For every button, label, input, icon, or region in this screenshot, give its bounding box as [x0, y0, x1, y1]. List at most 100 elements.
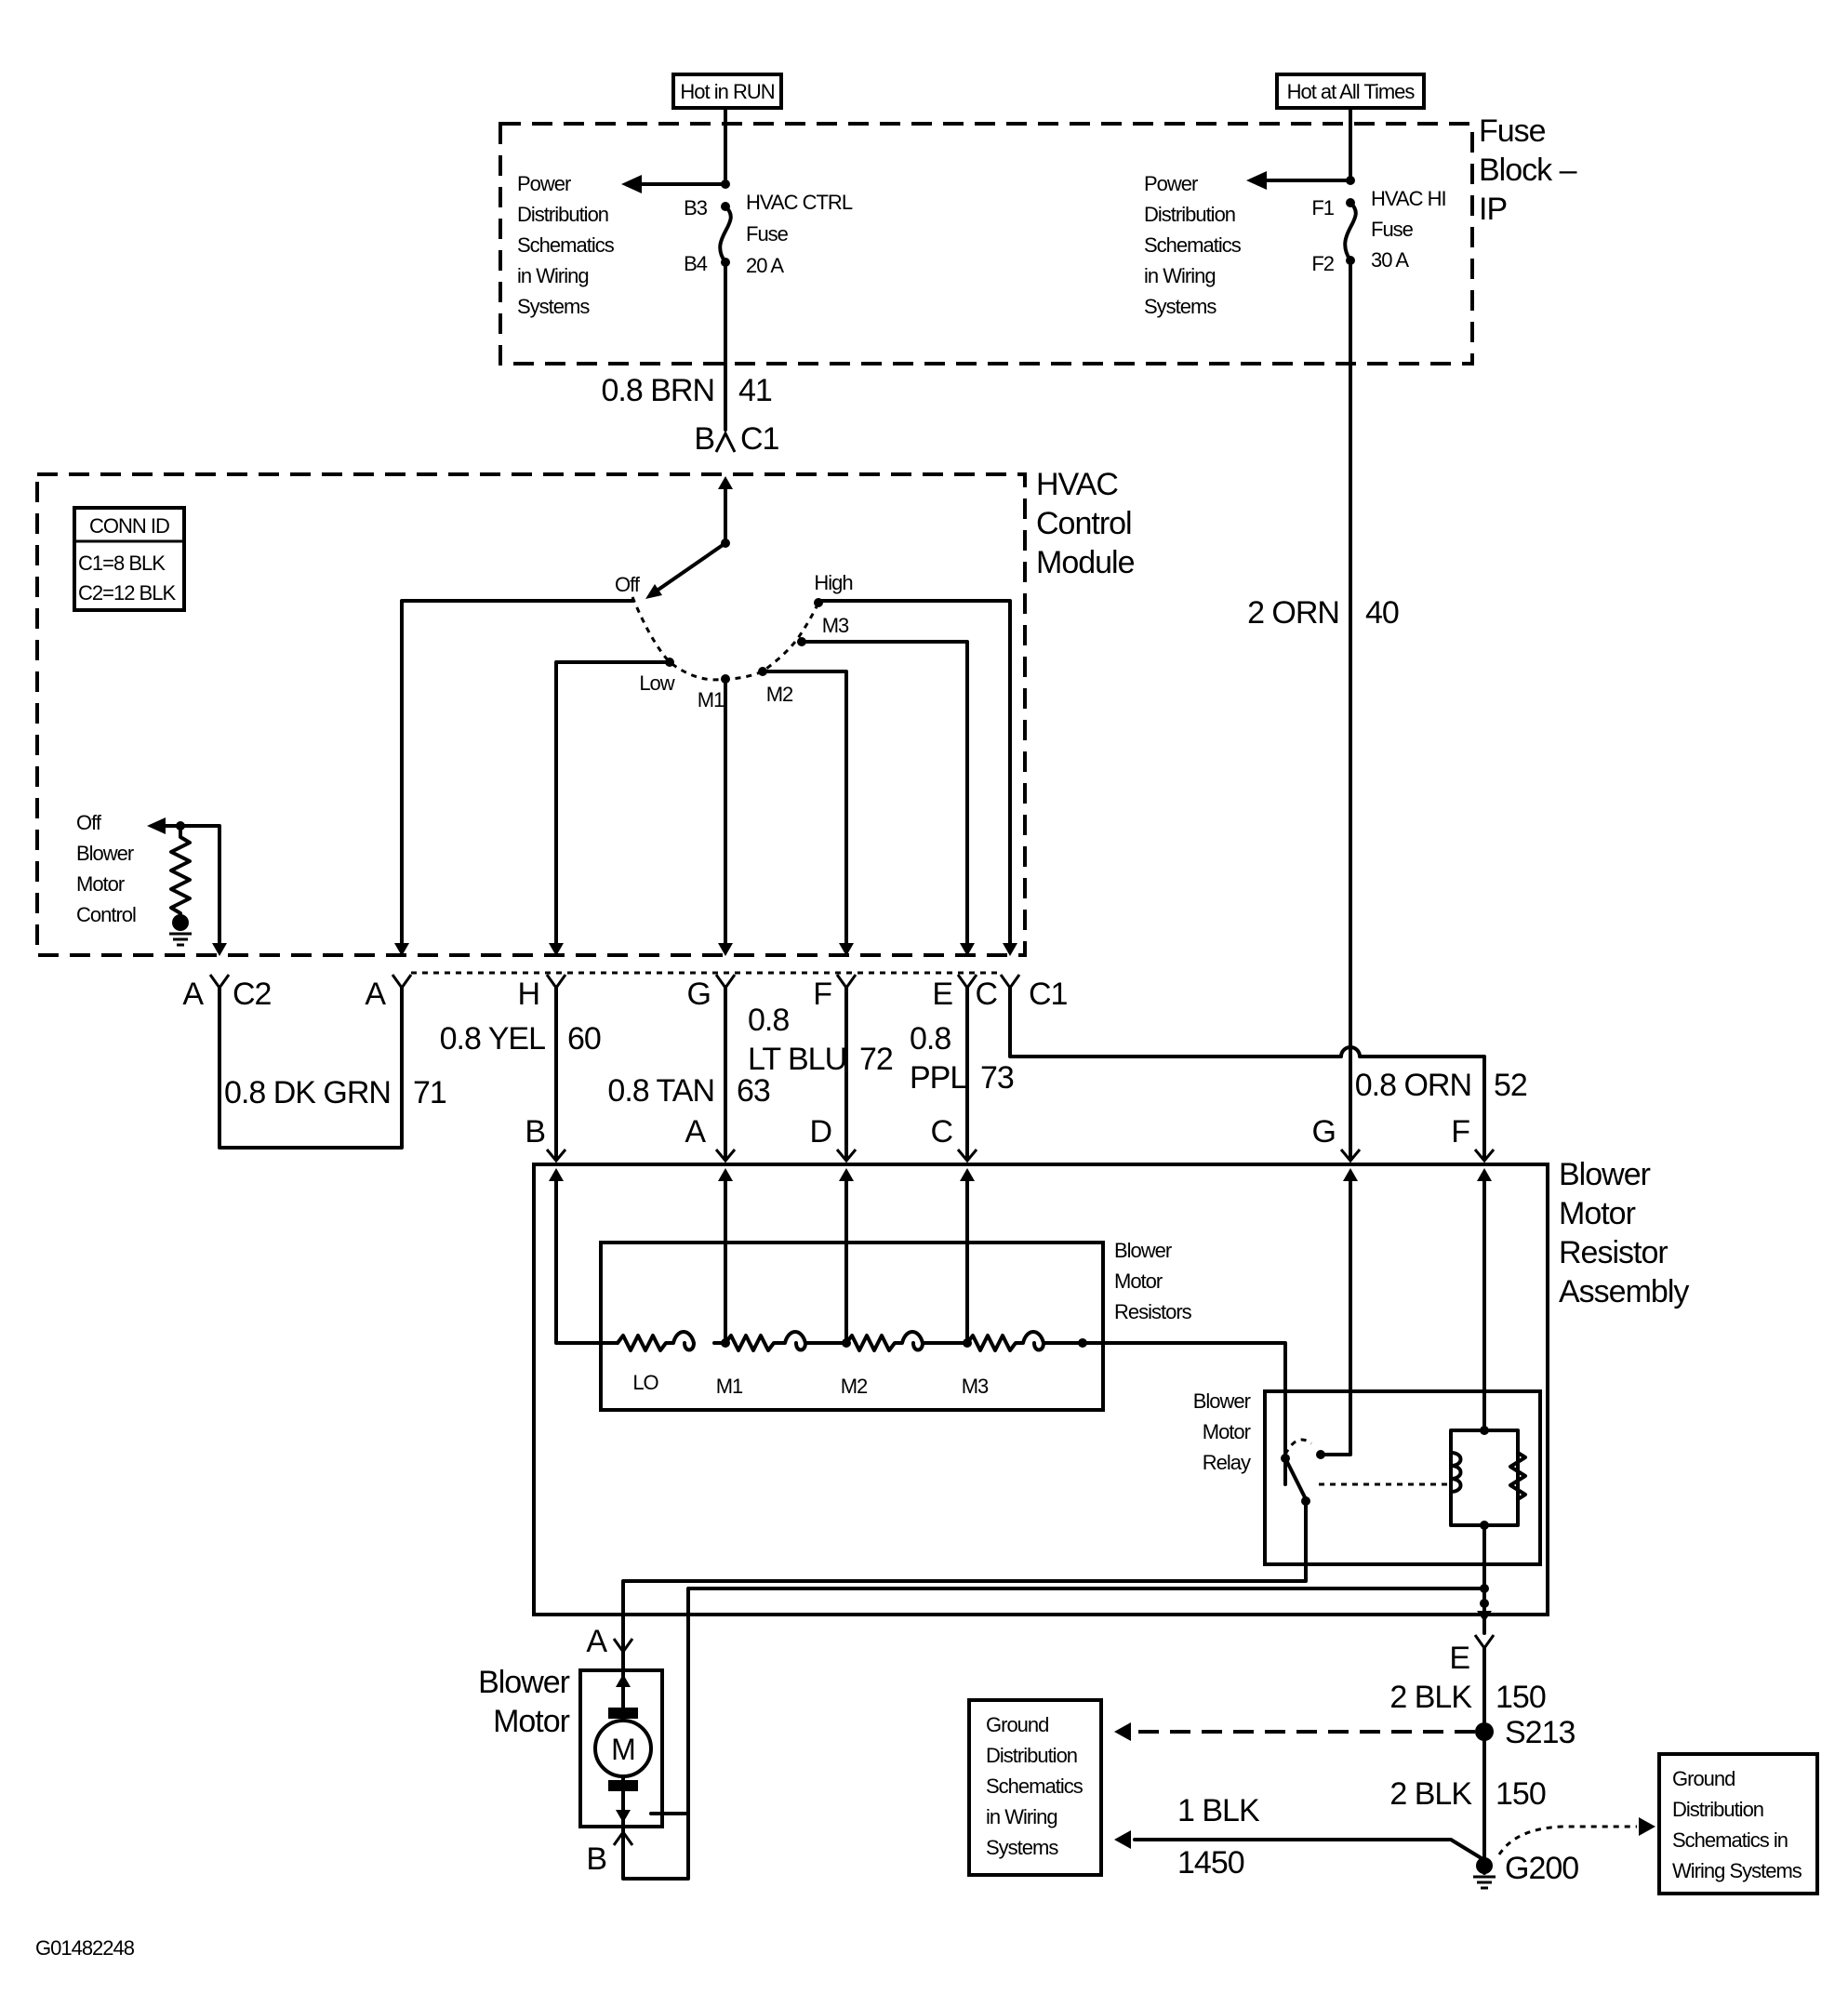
arrow-left-icon	[1114, 1722, 1131, 1741]
blower-motor-resistors-box	[599, 1241, 1105, 1412]
arrow-down-icon	[616, 1810, 631, 1823]
off-wire	[400, 599, 634, 950]
motor-title-2: Motor	[493, 1704, 570, 1739]
relay-arc	[1283, 1438, 1312, 1455]
m3-resistor-symbol	[923, 1330, 1045, 1352]
internal-up-arrows	[549, 1168, 1492, 1181]
fuse1-label-1: HVAC CTRL	[746, 191, 853, 214]
fuse1-in-terminal: B3	[684, 196, 708, 219]
relay-label-3: Relay	[1203, 1451, 1251, 1474]
assembly-pin-g: G	[1312, 1114, 1336, 1150]
c1-label: C1	[1029, 977, 1068, 1012]
ground-g200-label: G200	[1505, 1851, 1578, 1886]
conn-id-box	[73, 506, 186, 612]
module-connectors: A C2 A H G F E C C1	[182, 971, 1069, 1012]
orn40-circuit: 40	[1365, 595, 1399, 631]
assembly-connector-symbols	[545, 1149, 1496, 1163]
arrow-left-icon	[1114, 1830, 1131, 1849]
tan-color: 0.8 TAN	[607, 1073, 714, 1109]
assembly-pin-f: F	[1451, 1114, 1469, 1150]
brn-wire-color: 0.8 BRN	[602, 373, 715, 408]
assembly-pin-d: D	[809, 1114, 831, 1150]
orn52-color: 0.8 ORN	[1355, 1068, 1471, 1103]
m1-resistor-symbol	[712, 1330, 807, 1352]
c2-pin-a: A	[182, 977, 204, 1012]
hvac-module-title-3: Module	[1036, 545, 1135, 580]
arrow-right-icon	[1639, 1817, 1655, 1836]
blk150a-circuit: 150	[1496, 1680, 1546, 1715]
tap-m1-label: M1	[716, 1375, 743, 1398]
switch-blade	[651, 541, 727, 595]
motor-pin-b: B	[586, 1841, 606, 1877]
tap-m2-label: M2	[841, 1375, 868, 1398]
ground-ref-left-2: Distribution	[986, 1744, 1077, 1767]
arrow-left-icon	[147, 817, 166, 834]
ground-ref-left-3: Schematics	[986, 1774, 1084, 1798]
orn40-color: 2 ORN	[1247, 595, 1339, 631]
arrow-up-icon	[718, 476, 733, 489]
ref-line: Schematics	[517, 233, 615, 257]
motor-symbol: M	[611, 1733, 635, 1766]
resistors-label-2: Motor	[1114, 1269, 1163, 1293]
fuse2-out-terminal: F2	[1311, 252, 1334, 275]
c1-pin-c: C	[975, 977, 997, 1012]
ppl-color-1: 0.8	[910, 1021, 951, 1057]
conn-id-row-1: C1=8 BLK	[78, 552, 166, 575]
m2-wire	[761, 670, 848, 950]
ltblu-color-1: 0.8	[748, 1003, 789, 1038]
motor-b-return-wire	[649, 1587, 1486, 1815]
harness-wires: 0.8 DK GRN 71 0.8 YEL 60 0.8 TAN 63 0.8 …	[218, 986, 1528, 1159]
assembly-title-4: Assembly	[1559, 1274, 1689, 1309]
motor-brush-top	[608, 1708, 638, 1719]
relay-label-2: Motor	[1203, 1420, 1251, 1443]
blower-motor-resistor-assembly: Blower Motor Resistor Assembly B A D C G…	[525, 1114, 1690, 1815]
tap-m3-label: M3	[962, 1375, 989, 1398]
splice-dot	[721, 179, 730, 189]
hot-at-all-times-label: Hot at All Times	[1287, 80, 1416, 103]
dkgrn-color: 0.8 DK GRN	[224, 1075, 391, 1110]
conn-id-row-2: C2=12 BLK	[78, 581, 176, 605]
ground-ref-left-5: Systems	[986, 1836, 1058, 1859]
orn52-circuit: 52	[1494, 1068, 1527, 1103]
resistor-assembly-outline	[532, 1163, 1549, 1616]
resistors-label-1: Blower	[1114, 1239, 1172, 1262]
dkgrn-circuit: 71	[413, 1075, 446, 1110]
fuse1-label-3: 20 A	[746, 254, 784, 277]
low-wire	[554, 660, 671, 950]
connector-symbol	[956, 1149, 978, 1163]
ref-line: Distribution	[517, 203, 608, 226]
connector-symbol	[999, 974, 1021, 990]
brn-wire-circuit: 41	[738, 373, 772, 408]
fuse1-out-terminal: B4	[684, 252, 708, 275]
relay-nc-wire	[1319, 1179, 1352, 1456]
ground-ref-right-1: Ground	[1672, 1767, 1735, 1790]
m3-wire	[800, 640, 969, 950]
high-wire	[817, 599, 1012, 950]
pin-arrows	[212, 943, 1017, 956]
ref-line: Power	[517, 172, 571, 195]
arrow-down-icon	[394, 943, 409, 956]
assembly-pin-e: E	[1449, 1641, 1469, 1676]
dkgrn-71-wire	[218, 986, 404, 1150]
arrow-down-icon	[839, 943, 854, 956]
connector-symbol	[1473, 1149, 1496, 1163]
connector-symbol	[208, 974, 231, 990]
ref-line: Systems	[1144, 295, 1216, 318]
hvac-hi-fuse-symbol	[1343, 201, 1358, 262]
ref-line: Schematics	[1144, 233, 1242, 257]
splice-dot	[1480, 1599, 1489, 1608]
connector-symbol	[545, 974, 567, 990]
ground-dot	[172, 914, 189, 931]
yel-color: 0.8 YEL	[440, 1021, 545, 1057]
yel-circuit: 60	[567, 1021, 601, 1057]
c1-pin-g: G	[687, 977, 711, 1012]
tan-circuit: 63	[737, 1073, 770, 1109]
fuse-block-title-3: IP	[1479, 192, 1507, 227]
c1-pin-a: A	[365, 977, 386, 1012]
g200-ref-dashed-wire	[1497, 1825, 1637, 1855]
arrow-up-icon	[616, 1674, 631, 1687]
arrow-down-icon	[718, 943, 733, 956]
fuse-block-title-1: Fuse	[1479, 113, 1546, 149]
arrow-down-icon	[549, 943, 564, 956]
